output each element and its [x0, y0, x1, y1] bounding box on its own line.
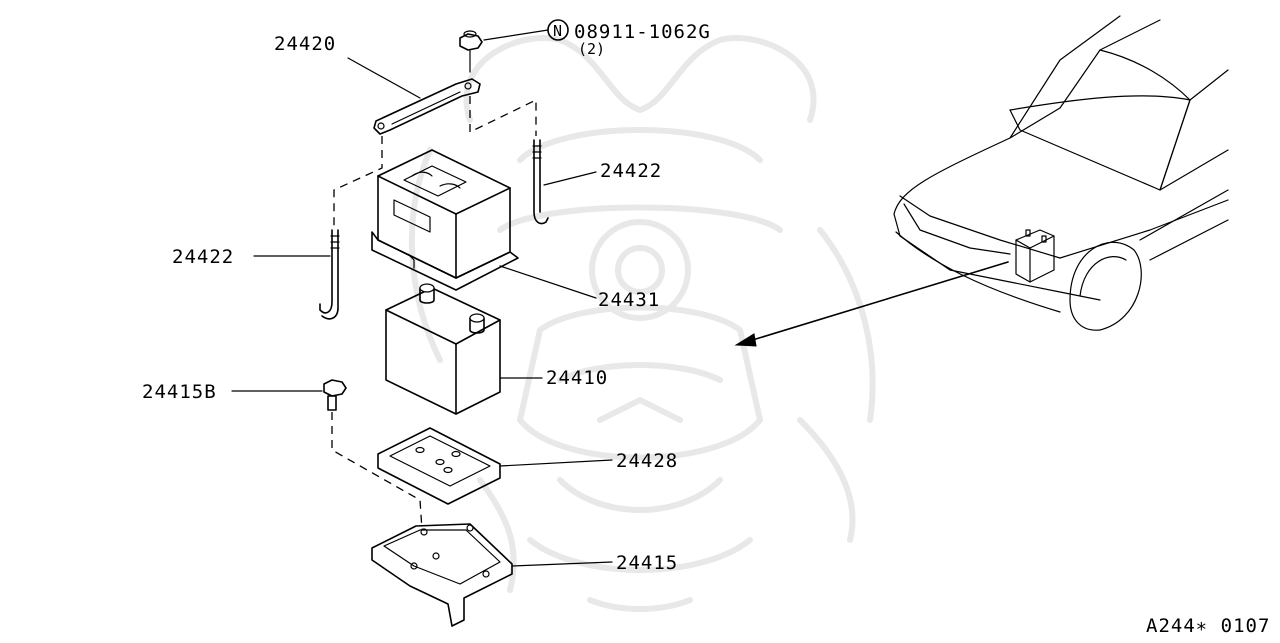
- label-rod-left: 24422: [172, 246, 234, 268]
- figure-code: A244∗ 0107: [1146, 615, 1270, 637]
- tray-pad: [377, 427, 613, 505]
- part-labels: 24420 N 08911-1062G (2) 24422 24422 2443…: [142, 21, 1270, 637]
- battery-cover: [371, 149, 597, 299]
- bolt: [231, 379, 347, 411]
- assembly-guide-lines: [331, 96, 537, 531]
- rod-right: [532, 139, 597, 225]
- label-tray-pad: 24428: [616, 450, 678, 472]
- label-nut-qty: (2): [578, 40, 605, 58]
- label-nut-code: 08911-1062G: [574, 21, 711, 43]
- label-hold-frame: 24420: [274, 33, 336, 55]
- vehicle-outline: [893, 15, 1229, 331]
- battery: [385, 283, 543, 415]
- hold-frame: [347, 57, 481, 135]
- label-battery: 24410: [546, 367, 608, 389]
- label-battery-bracket: 24415: [616, 552, 678, 574]
- rod-left: [253, 229, 340, 320]
- nut: [459, 19, 569, 73]
- battery-bracket: [371, 523, 613, 627]
- label-bolt: 24415B: [142, 381, 217, 403]
- label-battery-cover: 24431: [598, 289, 660, 311]
- label-rod-right: 24422: [600, 160, 662, 182]
- watermark-emblem: [408, 35, 876, 612]
- label-nut-symbol: N: [553, 22, 562, 40]
- location-arrow: [734, 261, 1009, 347]
